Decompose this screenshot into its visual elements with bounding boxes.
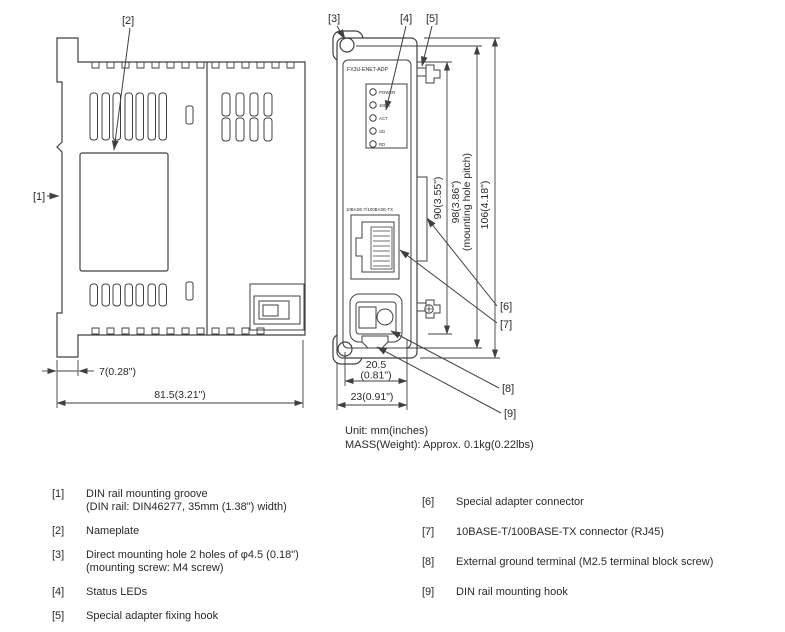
callout-4-leader: [384, 25, 407, 111]
legend-item-4: [4] Status LEDs: [52, 586, 392, 599]
callout-9-leader: [376, 346, 502, 414]
nameplate-rect: [79, 152, 169, 272]
legend-ref-5: [5]: [52, 610, 65, 622]
led-panel: POWER 100M ACT SD RD: [365, 83, 408, 149]
legend-item-7: [7] 10BASE-T/100BASE-TX connector (RJ45): [422, 526, 772, 539]
legend-text-8: External ground terminal (M2.5 terminal …: [456, 556, 714, 568]
legend-ref-4: [4]: [52, 586, 65, 598]
legend-text-1-line2: (DIN rail: DIN46277, 35mm (1.38") width): [86, 501, 287, 513]
legend-text-4: Status LEDs: [86, 586, 148, 598]
adapter-fixing-hook-bottom: [416, 299, 441, 319]
dim-total-height: 106(4.18"): [479, 181, 491, 230]
front-view-callouts: [3] [4] [5] [6] [7] [8] [9]: [328, 13, 516, 420]
legend-text-7: 10BASE-T/100BASE-TX connector (RJ45): [456, 526, 664, 538]
callout-1-label: [1]: [33, 191, 45, 203]
legend-ref-9: [9]: [422, 586, 435, 598]
adapter-connector-step: [416, 176, 428, 262]
legend-text-3-line2: (mounting screw: M4 screw): [86, 562, 224, 574]
legend-item-3: [3] Direct mounting hole 2 holes of φ4.5…: [52, 549, 392, 575]
callout-7-label: [7]: [500, 319, 512, 331]
side-connector-profile: [249, 283, 305, 331]
front-body-outline: [336, 37, 418, 359]
dim-front-width: 23(0.91"): [351, 391, 394, 403]
side-view-callouts: [1] [2]: [33, 15, 134, 203]
legend-text-9: DIN rail mounting hook: [456, 586, 568, 598]
legend-text-3: Direct mounting hole 2 holes of φ4.5 (0.…: [86, 549, 392, 575]
drawing-notes: Unit: mm(inches) MASS(Weight): Approx. 0…: [345, 425, 534, 451]
legend-text-5: Special adapter fixing hook: [86, 610, 219, 622]
front-view-dimensions: 90(3.55") 98(3.86") (mounting hole pitch…: [336, 37, 500, 410]
side-view-outline: [56, 37, 306, 358]
unit-note: Unit: mm(inches): [345, 425, 428, 437]
adapter-fixing-hook-top: [416, 64, 441, 84]
din-rail-hook: [361, 335, 389, 349]
legend-ref-7: [7]: [422, 526, 435, 538]
led-label-rd: RD: [379, 142, 385, 147]
callout-2-leader: [111, 27, 131, 151]
dim-hole-pitch-note: (mounting hole pitch): [461, 153, 473, 251]
technical-drawing: [1] [2] 7(0.28") 81.5(3.21"): [33, 13, 534, 451]
rj45-connector: 10BASE-T/100BASE-TX: [346, 207, 400, 280]
callout-6-label: [6]: [500, 301, 512, 313]
legend-text-1: DIN rail mounting groove (DIN rail: DIN4…: [86, 488, 392, 514]
legend-ref-3: [3]: [52, 549, 65, 561]
callout-3-label: [3]: [328, 13, 340, 25]
led-label-sd: SD: [379, 129, 385, 134]
legend-text-6: Special adapter connector: [456, 496, 584, 508]
callout-8-leader: [390, 330, 500, 389]
dim-terminal-in: (0.81"): [360, 370, 391, 382]
model-label: FX3U-ENET-ADP: [347, 67, 388, 73]
upper-vent-slots-right: [221, 92, 273, 142]
legend-item-5: [5] Special adapter fixing hook: [52, 610, 392, 623]
dim-groove-offset: 7(0.28"): [99, 366, 136, 378]
led-label-100m: 100M: [379, 103, 390, 108]
led-label-act: ACT: [379, 116, 388, 121]
side-view: [56, 37, 306, 358]
top-mounting-hole: [339, 37, 355, 53]
legend-item-8: [8] External ground terminal (M2.5 termi…: [422, 556, 772, 569]
legend-text-3-line1: Direct mounting hole 2 holes of φ4.5 (0.…: [86, 549, 299, 561]
legend-column-right: [6] Special adapter connector [7] 10BASE…: [422, 496, 772, 616]
front-view: FX3U-ENET-ADP POWER 100M ACT SD RD 10BAS…: [332, 30, 441, 365]
legend-text-1-line1: DIN rail mounting groove: [86, 488, 208, 500]
led-label-power: POWER: [379, 90, 395, 95]
lower-vent-slots: [89, 281, 194, 307]
dim-panel-height: 90(3.55"): [432, 177, 444, 220]
rj45-strip-label: 10BASE-T/100BASE-TX: [346, 207, 393, 212]
legend-ref-2: [2]: [52, 525, 65, 537]
legend-ref-1: [1]: [52, 488, 65, 500]
legend-item-6: [6] Special adapter connector: [422, 496, 772, 509]
legend-item-1: [1] DIN rail mounting groove (DIN rail: …: [52, 488, 392, 514]
callout-3-leader: [336, 25, 346, 40]
legend-ref-8: [8]: [422, 556, 435, 568]
legend-text-2: Nameplate: [86, 525, 140, 537]
callout-2-label: [2]: [122, 15, 134, 27]
legend-column-left: [1] DIN rail mounting groove (DIN rail: …: [52, 488, 392, 632]
callout-9-label: [9]: [504, 408, 516, 420]
mass-note: MASS(Weight): Approx. 0.1kg(0.22lbs): [345, 439, 534, 451]
legend-ref-6: [6]: [422, 496, 435, 508]
top-vent-teeth: [91, 61, 295, 69]
dim-hole-pitch: 98(3.86"): [450, 181, 462, 224]
side-view-dimensions: 7(0.28") 81.5(3.21"): [42, 340, 304, 408]
upper-vent-slots: [89, 92, 194, 141]
callout-5-label: [5]: [426, 13, 438, 25]
callout-4-label: [4]: [400, 13, 412, 25]
dim-side-width: 81.5(3.21"): [154, 389, 206, 401]
bottom-vent-teeth: [91, 327, 265, 335]
legend-item-9: [9] DIN rail mounting hook: [422, 586, 772, 599]
callout-6-leader: [426, 217, 498, 307]
dim-terminal-mm: 20.5: [366, 359, 387, 371]
callout-8-label: [8]: [502, 383, 514, 395]
legend-item-2: [2] Nameplate: [52, 525, 392, 538]
